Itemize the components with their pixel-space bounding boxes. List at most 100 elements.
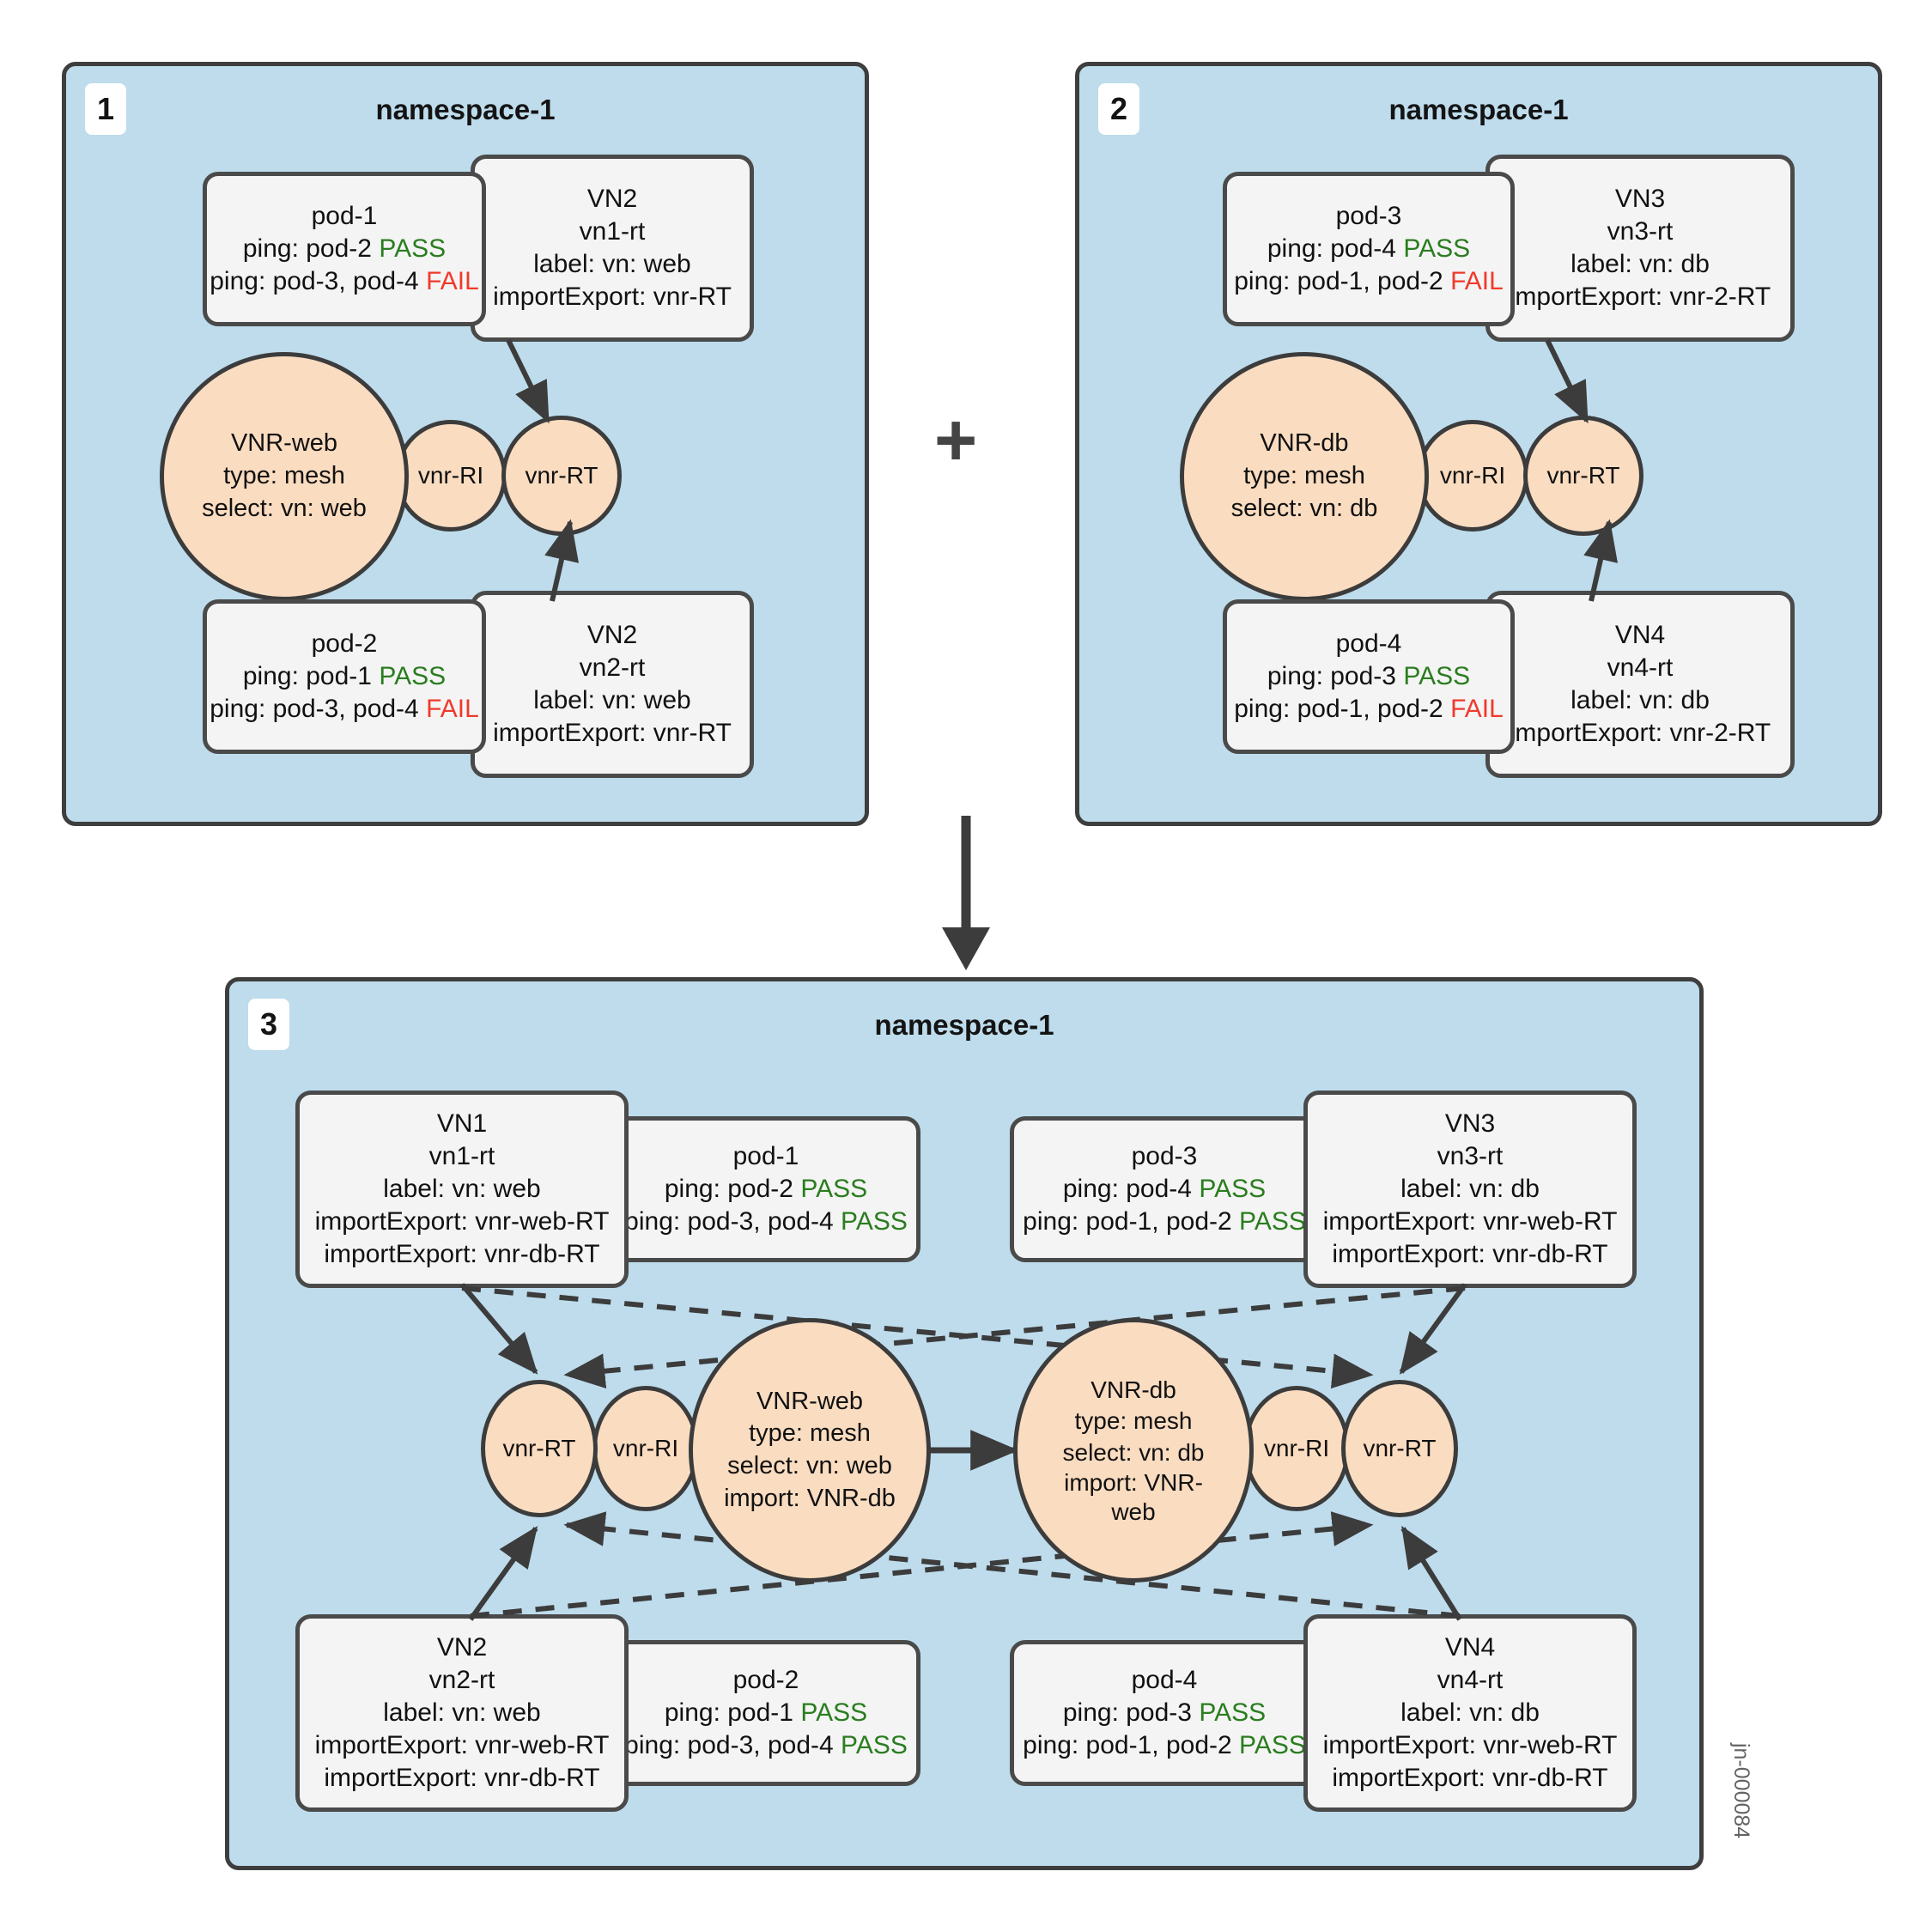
p3-left-vnr-ri-circle[interactable]: vnr-RI xyxy=(592,1386,699,1511)
p2-vn3-ie: importExport: vnr-2-RT xyxy=(1509,283,1771,312)
p3-pod1-name: pod-1 xyxy=(732,1141,799,1170)
panel-3-number: 3 xyxy=(248,999,289,1050)
p3-vn3-label: label: vn: db xyxy=(1400,1174,1540,1203)
p1-vntop-ie: importExport: vnr-RT xyxy=(493,283,732,312)
plus-icon: + xyxy=(934,399,978,482)
p1-vnr-rt-circle[interactable]: vnr-RT xyxy=(501,416,622,536)
p3-pod1-ping-a: ping: pod-2 PASS xyxy=(664,1174,868,1203)
p3-vn4-box[interactable]: VN4 vn4-rt label: vn: db importExport: v… xyxy=(1303,1614,1637,1812)
p2-vnr-rt-circle[interactable]: vnr-RT xyxy=(1523,416,1643,536)
p2-vnr-select: select: vn: db xyxy=(1230,494,1378,522)
p2-vnr-type: type: mesh xyxy=(1243,462,1365,490)
p3-right-ri-label: vnr-RI xyxy=(1263,1434,1330,1461)
p2-vn4-label: label: vn: db xyxy=(1571,686,1710,714)
p2-pod3-name: pod-3 xyxy=(1335,201,1402,230)
p2-vn4-rt: vn4-rt xyxy=(1607,653,1674,682)
p3-vn3-rt: vn3-rt xyxy=(1437,1141,1504,1170)
p3-pod-3-box[interactable]: pod-3 ping: pod-4 PASS ping: pod-1, pod-… xyxy=(1010,1116,1319,1262)
p3-pod4-ping-b: ping: pod-1, pod-2 PASS xyxy=(1023,1731,1306,1760)
p3-vn1-rt: vn1-rt xyxy=(428,1141,495,1170)
p3-vn4-label: label: vn: db xyxy=(1400,1698,1540,1727)
p2-pod4-name: pod-4 xyxy=(1335,629,1402,658)
p2-vn3-box[interactable]: VN3 vn3-rt label: vn: db importExport: v… xyxy=(1485,155,1795,342)
p3-vn2-name: VN2 xyxy=(436,1632,488,1662)
p2-pod3-ping-a: ping: pod-4 PASS xyxy=(1267,234,1471,263)
p1-vn-bottom-box[interactable]: VN2 vn2-rt label: vn: web importExport: … xyxy=(471,591,754,778)
p1-vnr-name: VNR-web xyxy=(230,429,338,458)
p3-vn3-ie1: importExport: vnr-web-RT xyxy=(1322,1207,1618,1236)
p1-pod2-ping-a: ping: pod-1 PASS xyxy=(242,661,447,690)
p3-left-rt-label: vnr-RT xyxy=(502,1434,576,1461)
p3-vnr-db-circle[interactable]: VNR-db type: mesh select: vn: db import:… xyxy=(1013,1318,1254,1583)
p3-right-vnr-rt-circle[interactable]: vnr-RT xyxy=(1341,1380,1458,1517)
p2-pod-4-box[interactable]: pod-4 ping: pod-3 PASS ping: pod-1, pod-… xyxy=(1223,599,1515,754)
p1-vntop-rt: vn1-rt xyxy=(579,216,646,246)
p3-vn1-ie2: importExport: vnr-db-RT xyxy=(324,1240,600,1269)
p2-vnr-ri-circle[interactable]: vnr-RI xyxy=(1417,420,1528,532)
p2-vnr-rt-label: vnr-RT xyxy=(1546,461,1620,489)
p2-vn4-box[interactable]: VN4 vn4-rt label: vn: db importExport: v… xyxy=(1485,591,1795,778)
p3-vnrweb-type: type: mesh xyxy=(749,1419,871,1448)
p3-pod2-ping-b: ping: pod-3, pod-4 PASS xyxy=(624,1731,908,1760)
p1-pod-1-box[interactable]: pod-1 ping: pod-2 PASS ping: pod-3, pod-… xyxy=(203,172,486,326)
p3-vn3-name: VN3 xyxy=(1444,1109,1496,1138)
p3-vn2-label: label: vn: web xyxy=(383,1698,541,1727)
p3-pod-2-box[interactable]: pod-2 ping: pod-1 PASS ping: pod-3, pod-… xyxy=(611,1640,920,1786)
p1-vnr-rt-label: vnr-RT xyxy=(525,461,598,489)
p3-vnr-web-circle[interactable]: VNR-web type: mesh select: vn: web impor… xyxy=(689,1318,931,1583)
p1-vnbot-name: VN2 xyxy=(586,620,638,649)
p3-vn1-ie1: importExport: vnr-web-RT xyxy=(314,1207,610,1236)
p3-left-vnr-rt-circle[interactable]: vnr-RT xyxy=(481,1380,598,1517)
p2-pod4-ping-b: ping: pod-1, pod-2 FAIL xyxy=(1234,695,1504,724)
p1-vn-top-box[interactable]: VN2 vn1-rt label: vn: web importExport: … xyxy=(471,155,754,342)
p3-pod2-name: pod-2 xyxy=(732,1665,799,1694)
p3-vnrdb-type: type: mesh xyxy=(1074,1407,1193,1435)
p3-right-rt-label: vnr-RT xyxy=(1363,1434,1437,1461)
p3-vnrdb-name: VNR-db xyxy=(1091,1376,1176,1403)
p3-pod-1-box[interactable]: pod-1 ping: pod-2 PASS ping: pod-3, pod-… xyxy=(611,1116,920,1262)
panel-3-title: namespace-1 xyxy=(874,1009,1054,1041)
p1-vnbot-ie: importExport: vnr-RT xyxy=(493,719,732,748)
p1-vnr-ri-circle[interactable]: vnr-RI xyxy=(395,420,507,532)
p1-vnr-type: type: mesh xyxy=(223,462,345,490)
p2-vn4-ie: importExport: vnr-2-RT xyxy=(1509,719,1771,748)
p1-pod-2-box[interactable]: pod-2 ping: pod-1 PASS ping: pod-3, pod-… xyxy=(203,599,486,754)
p2-pod-3-box[interactable]: pod-3 ping: pod-4 PASS ping: pod-1, pod-… xyxy=(1223,172,1515,326)
p2-vnr-ri-label: vnr-RI xyxy=(1439,461,1506,489)
p3-pod-4-box[interactable]: pod-4 ping: pod-3 PASS ping: pod-1, pod-… xyxy=(1010,1640,1319,1786)
p1-vntop-name: VN2 xyxy=(586,184,638,213)
panel-1-title: namespace-1 xyxy=(375,94,556,125)
merge-arrow-head xyxy=(942,927,990,970)
p3-vn4-name: VN4 xyxy=(1444,1632,1496,1662)
p3-vn2-ie2: importExport: vnr-db-RT xyxy=(324,1764,600,1793)
panel-2-title: namespace-1 xyxy=(1388,94,1569,125)
p3-vn3-box[interactable]: VN3 vn3-rt label: vn: db importExport: v… xyxy=(1303,1091,1637,1288)
p3-vn1-name: VN1 xyxy=(436,1109,488,1138)
p3-vnrweb-name: VNR-web xyxy=(756,1387,864,1415)
p1-pod1-name: pod-1 xyxy=(311,201,378,230)
p3-vn4-rt: vn4-rt xyxy=(1437,1665,1504,1694)
p3-vn3-ie2: importExport: vnr-db-RT xyxy=(1332,1240,1608,1269)
p3-vn1-label: label: vn: web xyxy=(383,1174,541,1203)
p2-vn3-name: VN3 xyxy=(1614,184,1666,213)
p1-pod1-ping-b: ping: pod-3, pod-4 FAIL xyxy=(210,267,479,296)
p3-vn4-ie2: importExport: vnr-db-RT xyxy=(1332,1764,1608,1793)
p2-vnr-db-circle[interactable]: VNR-db type: mesh select: vn: db xyxy=(1180,352,1429,601)
p3-vn1-box[interactable]: VN1 vn1-rt label: vn: web importExport: … xyxy=(295,1091,629,1288)
p1-pod1-ping-a: ping: pod-2 PASS xyxy=(242,234,447,263)
p1-pod2-ping-b: ping: pod-3, pod-4 FAIL xyxy=(210,695,479,724)
p3-right-vnr-ri-circle[interactable]: vnr-RI xyxy=(1243,1386,1350,1511)
p3-left-ri-label: vnr-RI xyxy=(612,1434,679,1461)
p3-vn2-box[interactable]: VN2 vn2-rt label: vn: web importExport: … xyxy=(295,1614,629,1812)
p3-vnrweb-import: import: VNR-db xyxy=(724,1484,896,1512)
panel-2-number: 2 xyxy=(1098,83,1139,135)
p3-vn4-ie1: importExport: vnr-web-RT xyxy=(1322,1731,1618,1760)
p2-vn4-name: VN4 xyxy=(1614,620,1666,649)
p1-vnbot-label: label: vn: web xyxy=(533,686,691,714)
p2-vn3-rt: vn3-rt xyxy=(1607,216,1674,246)
p3-pod4-ping-a: ping: pod-3 PASS xyxy=(1062,1698,1267,1727)
panel-1-number: 1 xyxy=(85,83,126,135)
p3-vnrdb-import: import: VNR-web xyxy=(1064,1468,1203,1525)
p1-vnr-web-circle[interactable]: VNR-web type: mesh select: vn: web xyxy=(160,352,409,601)
